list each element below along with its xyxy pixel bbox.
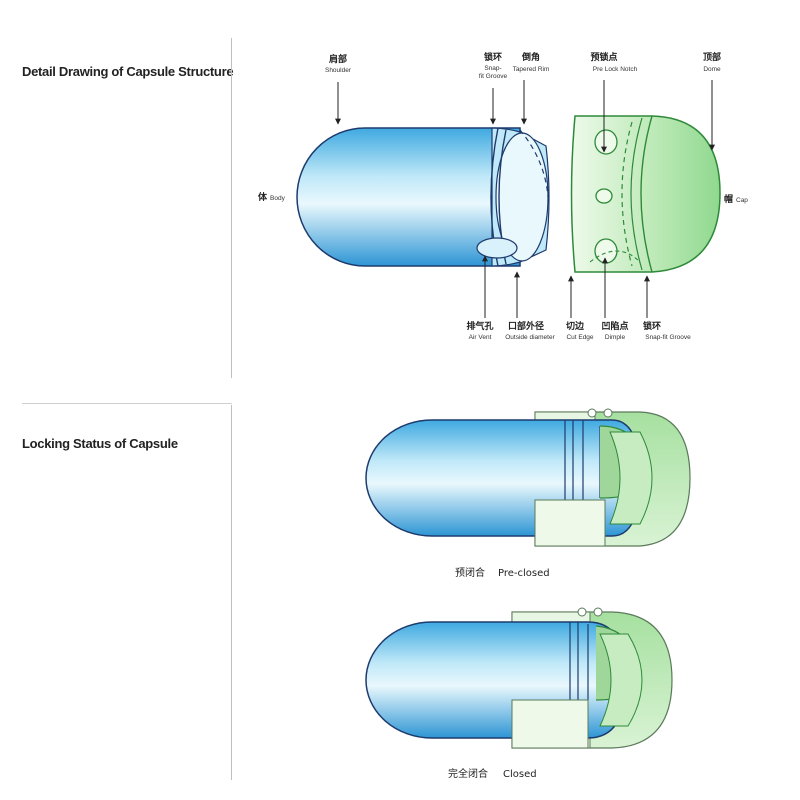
snap-fit-groove-bottom-label-cn: 锁环 (643, 320, 661, 332)
cut-edge-label-cn: 切边 (566, 320, 585, 332)
closed-caption-cn: 完全闭合 (448, 767, 488, 780)
divider-vertical-top (231, 38, 232, 378)
dome-label-en: Dome (703, 66, 721, 73)
air-vent-shape (476, 237, 518, 259)
dimple-label-cn: 凹陷点 (601, 320, 628, 332)
dome-label-cn: 顶部 (703, 51, 721, 63)
detail-drawing-title: Detail Drawing of Capsule Structure (22, 64, 234, 79)
outside-diameter-label-cn: 口部外径 (508, 320, 544, 332)
locking-status-title: Locking Status of Capsule (22, 436, 178, 451)
divider-horizontal (22, 403, 232, 404)
pre-closed-caption-cn: 预闭合 (455, 566, 485, 579)
pre-lock-notch-label-cn: 预锁点 (590, 51, 617, 63)
capsule-body-detail (296, 127, 550, 267)
tapered-rim-label-en: Tapered Rim (513, 66, 550, 73)
body-label-cn: 体 (258, 191, 268, 203)
capsule-closed (365, 607, 673, 749)
cap-label-en: Cap (736, 197, 748, 204)
capsule-pre-closed (365, 408, 691, 547)
shoulder-label-cn: 肩部 (328, 53, 347, 65)
air-vent-label-cn: 排气孔 (466, 320, 493, 332)
dimple-label-en: Dimple (605, 334, 626, 341)
cap-label-cn: 帽 (724, 193, 733, 205)
outside-diameter-label-en: Outside diameter (505, 334, 555, 341)
pre-lock-notch-label-en: Pre Lock Notch (593, 66, 638, 73)
snap-fit-groove-bottom-label-en: Snap-fit Groove (645, 334, 691, 341)
closed-caption-en: Closed (503, 769, 537, 780)
air-vent-label-en: Air Vent (469, 334, 492, 341)
cut-edge-label-en: Cut Edge (566, 334, 593, 341)
tapered-rim-label-cn: 倒角 (521, 51, 540, 63)
divider-vertical-bottom (231, 405, 232, 780)
snap-fit-groove-top-label-cn: 锁环 (484, 51, 502, 63)
body-label-en: Body (270, 195, 286, 202)
shoulder-label-en: Shoulder (325, 67, 352, 74)
snap-fit-groove-top-label-en1: Snap- (484, 65, 501, 72)
pre-closed-caption-en: Pre-closed (498, 568, 550, 579)
capsule-cap-detail (570, 115, 721, 273)
snap-fit-groove-top-label-en2: fit Groove (479, 73, 508, 80)
